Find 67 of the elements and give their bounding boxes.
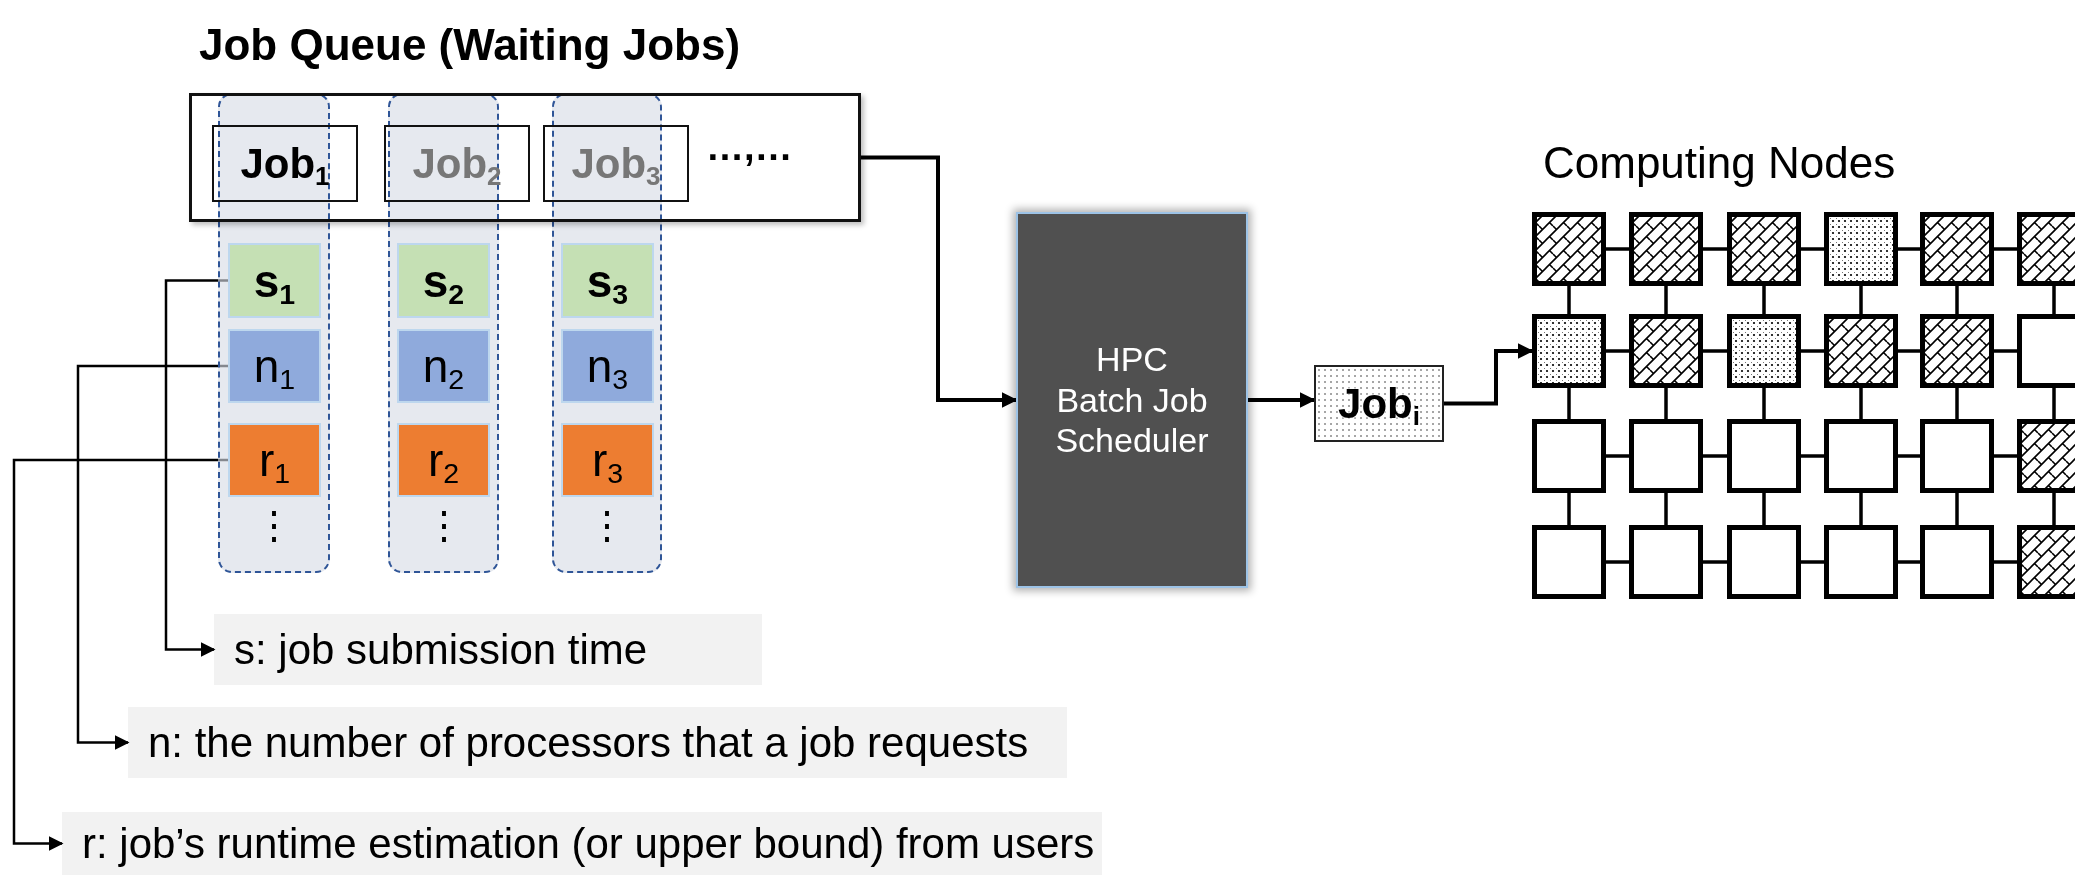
parameter-cell: r$_{2}$	[397, 423, 490, 497]
parameter-cell: s$_{1}$	[228, 243, 321, 318]
connector-line	[1567, 493, 1571, 525]
vertical-ellipsis: ⋮	[254, 507, 294, 545]
connector-line	[1606, 349, 1629, 353]
connector-line	[1801, 247, 1824, 251]
parameter-cell: s$_{2}$	[397, 243, 490, 318]
connector-line	[1801, 454, 1824, 458]
note: s: job submission time	[214, 614, 762, 685]
connector-line	[1762, 388, 1766, 419]
leader-arrow	[12, 458, 228, 851]
connector-line	[1898, 247, 1920, 251]
connector-line	[1994, 247, 2017, 251]
parameter-cell: r$_{3}$	[561, 423, 654, 497]
job-box: Job$_{i}$	[1314, 365, 1444, 442]
parameter-cell: n$_{3}$	[561, 329, 654, 403]
connector-line	[1955, 493, 1959, 525]
leader-arrow	[76, 364, 228, 750]
arrow	[1248, 392, 1316, 408]
connector-line	[1664, 493, 1668, 525]
connector-line	[1994, 560, 2017, 564]
leader-arrow	[164, 279, 228, 657]
connector-line	[1859, 493, 1863, 525]
connector-line	[1898, 454, 1920, 458]
job-box: Job$_{1}$	[212, 125, 358, 202]
vertical-ellipsis: ⋮	[423, 507, 464, 545]
note: r: job’s runtime estimation (or upper bound) from users	[62, 812, 1102, 875]
parameter-cell: r$_{1}$	[228, 423, 321, 497]
connector-line	[1606, 560, 1629, 564]
scheduler-box: HPC Batch Job Scheduler	[1016, 212, 1248, 588]
ellipsis: …,…	[706, 126, 793, 169]
heading: Job Queue (Waiting Jobs)	[199, 20, 741, 70]
connector-line	[1567, 286, 1571, 314]
connector-line	[1801, 349, 1824, 353]
connector-line	[1898, 349, 1920, 353]
heading: Computing Nodes	[1543, 138, 1896, 188]
connector-line	[1703, 247, 1727, 251]
job-box: Job$_{3}$	[543, 125, 689, 202]
connector-line	[1703, 560, 1727, 564]
note: n: the number of processors that a job requests	[128, 707, 1067, 778]
connector-line	[1606, 247, 1629, 251]
connector-line	[1801, 560, 1824, 564]
connector-line	[1955, 388, 1959, 419]
connector-line	[1898, 560, 1920, 564]
connector-line	[1994, 454, 2017, 458]
parameter-cell: s$_{3}$	[561, 243, 654, 318]
connector-line	[2052, 388, 2056, 419]
connector-line	[1703, 349, 1727, 353]
connector-line	[1703, 454, 1727, 458]
connector-line	[2052, 493, 2056, 525]
connector-line	[1859, 388, 1863, 419]
connector-line	[1762, 286, 1766, 314]
connector-line	[1859, 286, 1863, 314]
connector-line	[1567, 388, 1571, 419]
connector-line	[1664, 286, 1668, 314]
connector-line	[1762, 493, 1766, 525]
connector-line	[1664, 388, 1668, 419]
parameter-cell: n$_{2}$	[397, 329, 490, 403]
job-box: Job$_{2}$	[384, 125, 530, 202]
arrow	[861, 155, 1018, 408]
connector-line	[1994, 349, 2017, 353]
connector-line	[2052, 286, 2056, 314]
vertical-ellipsis: ⋮	[587, 507, 627, 545]
parameter-cell: n$_{1}$	[228, 329, 321, 403]
connector-line	[1955, 286, 1959, 314]
connector-line	[1606, 454, 1629, 458]
arrow	[1444, 343, 1534, 406]
